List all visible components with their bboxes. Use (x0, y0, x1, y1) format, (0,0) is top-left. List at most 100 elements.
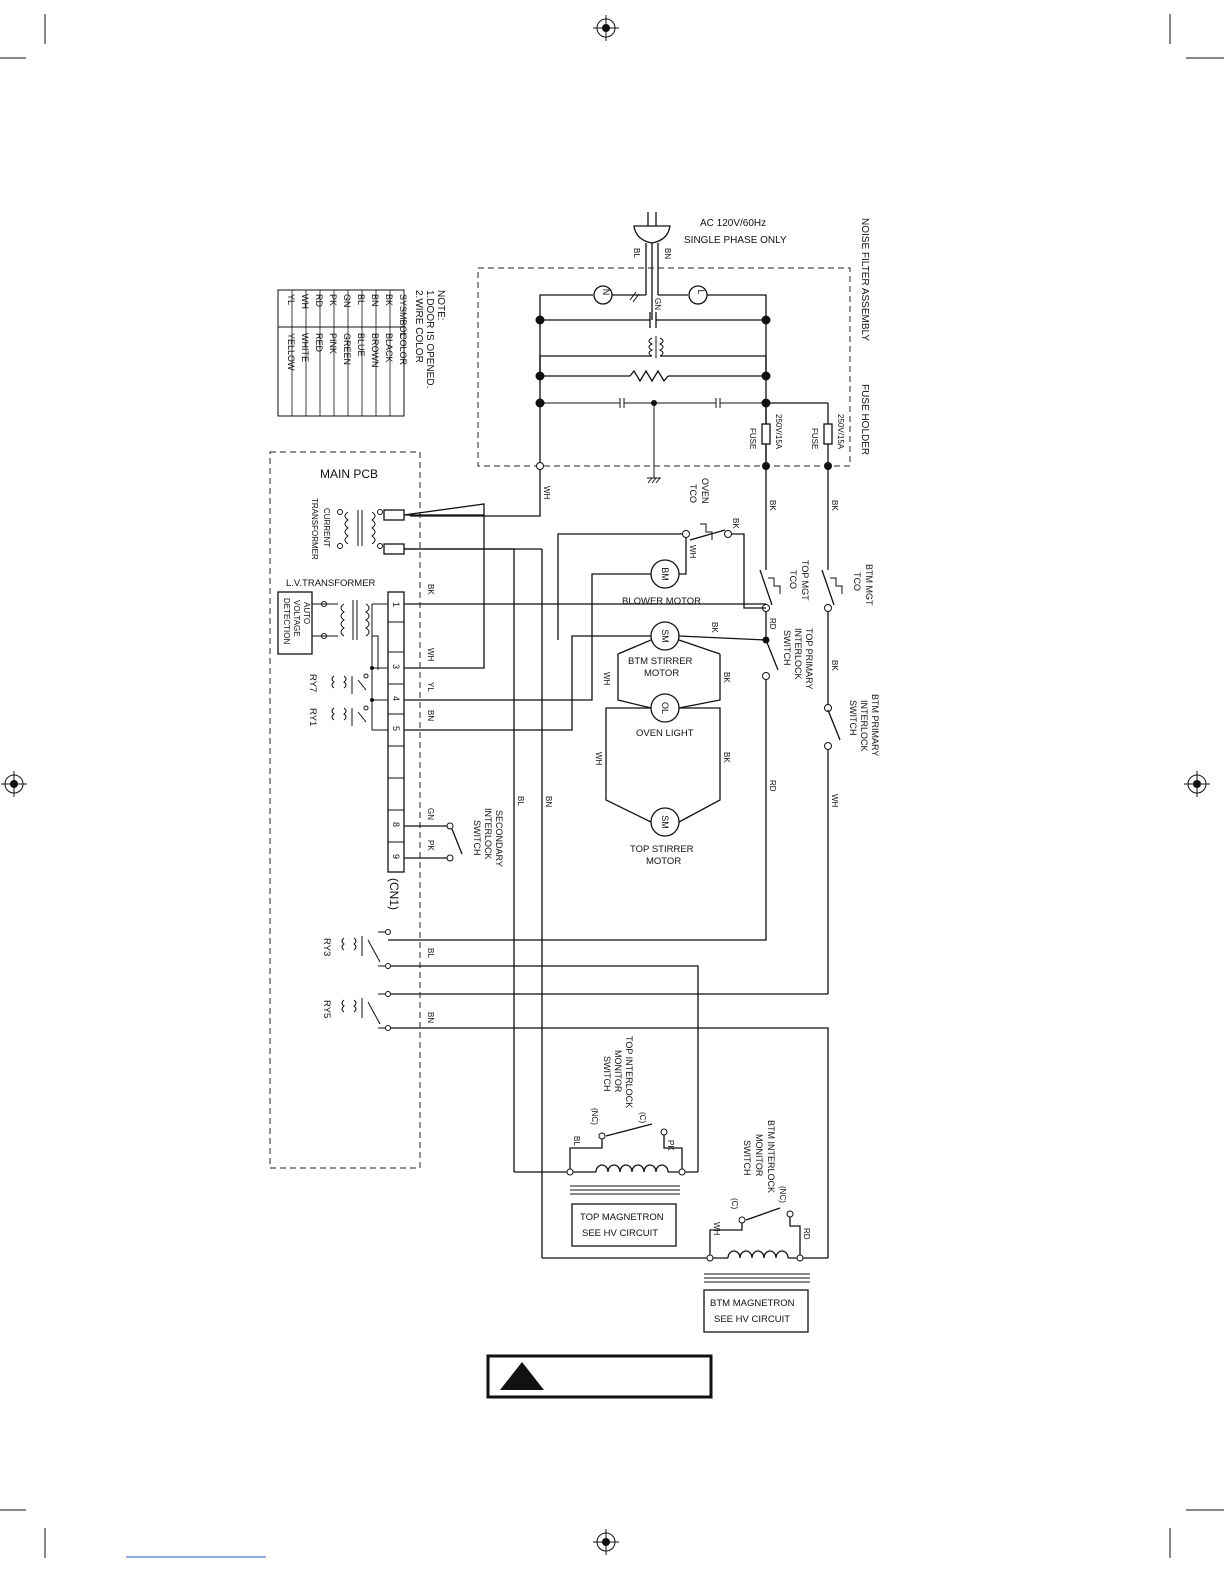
current-transformer-icon (337, 509, 383, 549)
relay-coil-ry-b (383, 543, 405, 555)
table-cell-symbol: BK (384, 294, 394, 306)
svg-text:YL: YL (426, 682, 435, 692)
power-label-line1: AC 120V/60Hz (700, 218, 766, 229)
cn1-connector (387, 591, 405, 873)
svg-text:BK: BK (731, 518, 740, 529)
cn1-pin-1: 1 (391, 602, 401, 607)
oven-light-label: OVEN LIGHT (636, 728, 694, 739)
table-cell-symbol: WH (300, 294, 310, 309)
table-cell-symbol: RD (314, 294, 324, 307)
svg-text:BTM MGT: BTM MGT (864, 564, 874, 606)
svg-text:INTERLOCK: INTERLOCK (793, 628, 803, 680)
cn1-pin-9: 9 (391, 854, 401, 859)
svg-text:AUTO: AUTO (302, 602, 311, 624)
registration-mark-icon (593, 1529, 619, 1555)
svg-text:WH: WH (602, 672, 611, 686)
relay-ry7-icon (331, 673, 369, 694)
svg-text:(NC): (NC) (590, 1108, 599, 1125)
svg-text:SECONDARY: SECONDARY (494, 810, 504, 867)
svg-text:SEE HV CIRCUIT: SEE HV CIRCUIT (582, 1228, 658, 1239)
svg-text:BK: BK (722, 752, 731, 763)
bleeder-resistor-icon (629, 369, 669, 383)
svg-text:BK: BK (722, 672, 731, 683)
cn1-pin-5: 5 (391, 726, 401, 731)
svg-text:RD: RD (802, 1228, 811, 1240)
secondary-interlock-switch (446, 822, 463, 862)
svg-text:OVEN: OVEN (700, 478, 710, 504)
svg-text:RY7: RY7 (307, 674, 318, 692)
wire-label-bn-plug: BN (663, 248, 672, 259)
table-cell-color: BLACK (384, 333, 394, 363)
btm-magnetron-coil-icon (727, 1250, 789, 1259)
table-cell-color: YELLOW (286, 333, 296, 371)
cn1-pin-3: 3 (391, 664, 401, 669)
table-cell-symbol: BN (370, 294, 380, 307)
svg-text:RY3: RY3 (321, 938, 332, 956)
fuse-btm (823, 423, 833, 445)
svg-text:PK: PK (426, 840, 435, 851)
svg-text:TOP INTERLOCK: TOP INTERLOCK (624, 1036, 634, 1108)
wire-label-gn-plug: GN (653, 298, 662, 310)
table-cell-symbol: GN (342, 294, 352, 308)
svg-text:SEE HV CIRCUIT: SEE HV CIRCUIT (714, 1314, 790, 1325)
svg-text:OL: OL (660, 702, 670, 714)
svg-text:TCO: TCO (788, 570, 798, 589)
lv-transformer-label: L.V.TRANSFORMER (286, 578, 376, 589)
table-header: SYSMBOL (398, 294, 408, 338)
table-cell-color: WHITE (300, 333, 310, 362)
fuse-holder-label: FUSE HOLDER (859, 384, 870, 455)
power-plug-icon (633, 212, 671, 244)
color-table-cells: SYSMBOLCOLORBKBLACKBNBROWNBLBLUEGNGREENP… (286, 290, 408, 416)
registration-mark-icon (1184, 771, 1210, 797)
svg-text:WH: WH (542, 486, 551, 500)
noise-filter-assembly (477, 267, 851, 467)
cn1-pin-8: 8 (391, 822, 401, 827)
svg-text:RY5: RY5 (321, 1000, 332, 1018)
svg-text:INTERLOCK: INTERLOCK (859, 700, 869, 752)
btm-mgt-tco (821, 569, 843, 612)
table-cell-color: BLUE (356, 333, 366, 357)
svg-text:SM: SM (660, 815, 670, 829)
registration-mark-icon (1, 771, 27, 797)
svg-text:BK: BK (426, 584, 435, 595)
top-magnetron-coil-icon (595, 1164, 669, 1173)
svg-text:SM: SM (660, 629, 670, 643)
top-interlock-monitor-switch (598, 1123, 668, 1140)
registration-mark-icon (593, 15, 619, 41)
svg-text:VOLTAGE: VOLTAGE (292, 600, 301, 637)
svg-text:RD: RD (768, 780, 777, 792)
svg-text:BK: BK (768, 500, 777, 511)
choke-coil-icon (648, 336, 664, 358)
svg-text:WH: WH (830, 794, 839, 808)
svg-text:BK: BK (830, 660, 839, 671)
svg-text:BTM INTERLOCK: BTM INTERLOCK (766, 1120, 776, 1193)
oven-tco (682, 523, 766, 609)
svg-text:BK: BK (710, 622, 719, 633)
svg-text:DETECTION: DETECTION (282, 598, 291, 644)
fuse-top (761, 423, 771, 445)
fuse2-label: FUSE (810, 428, 819, 449)
svg-text:BN: BN (426, 710, 435, 721)
relay-ry1-icon (331, 705, 369, 726)
svg-text:BK: BK (830, 500, 839, 511)
note-line1: 1.DOOR IS OPENED. (424, 290, 435, 388)
svg-text:BL: BL (516, 796, 525, 806)
btm-magnetron-box (703, 1289, 809, 1333)
svg-text:WH: WH (594, 752, 603, 766)
svg-text:MONITOR: MONITOR (613, 1050, 623, 1093)
svg-text:MOTOR: MOTOR (646, 856, 681, 867)
table-cell-symbol: PK (328, 294, 338, 306)
svg-text:GN: GN (426, 808, 435, 820)
table-cell-color: PINK (328, 333, 338, 354)
svg-text:TRANSFORMER: TRANSFORMER (310, 498, 319, 560)
fuse1-label: FUSE (748, 428, 757, 449)
table-cell-color: RED (314, 333, 324, 353)
table-cell-color: BROWN (370, 333, 380, 368)
svg-text:SWITCH: SWITCH (742, 1140, 752, 1176)
fuse1-rating: 250V/15A (774, 414, 783, 450)
svg-text:MONITOR: MONITOR (754, 1134, 764, 1177)
svg-text:WH: WH (688, 545, 697, 559)
svg-text:BTM PRIMARY: BTM PRIMARY (870, 694, 880, 756)
svg-text:TOP MAGNETRON: TOP MAGNETRON (580, 1212, 664, 1223)
